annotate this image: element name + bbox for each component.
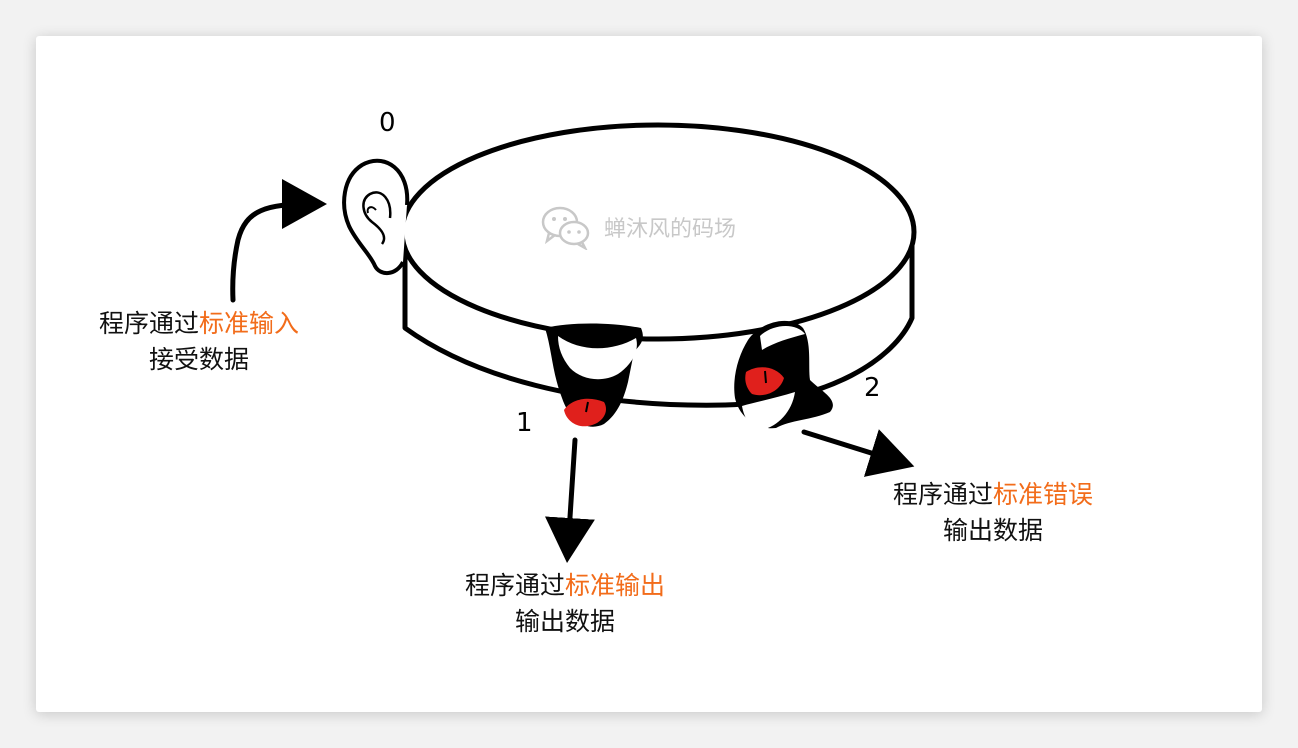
stderr-fd-label: 2 [864,373,881,403]
ear-icon [344,161,407,273]
wechat-icon [540,204,592,250]
watermark: 蝉沐风的码场 [540,204,736,250]
stdout-caption-highlight: 标准输出 [565,571,665,600]
stdout-arrow [568,440,575,548]
stderr-caption: 程序通过标准错误 输出数据 [880,477,1106,549]
stderr-arrow [804,432,900,462]
stdout-caption-line2: 输出数据 [452,604,678,640]
stdout-fd-label: 1 [516,408,533,438]
stdin-arrow [233,204,312,300]
stderr-caption-highlight: 标准错误 [993,480,1093,509]
mouth-stdout-icon [545,324,643,427]
stdin-caption-highlight: 标准输入 [199,309,299,338]
stdin-caption-prefix: 程序通过 [99,309,199,338]
stdout-caption: 程序通过标准输出 输出数据 [452,568,678,640]
watermark-text: 蝉沐风的码场 [604,211,736,243]
stdin-caption: 程序通过标准输入 接受数据 [86,306,312,378]
program-disk [402,125,914,405]
stdin-caption-line2: 接受数据 [86,342,312,378]
stderr-caption-prefix: 程序通过 [893,480,993,509]
stdin-fd-label: 0 [379,108,396,138]
stdout-caption-prefix: 程序通过 [465,571,565,600]
stderr-caption-line2: 输出数据 [880,513,1106,549]
